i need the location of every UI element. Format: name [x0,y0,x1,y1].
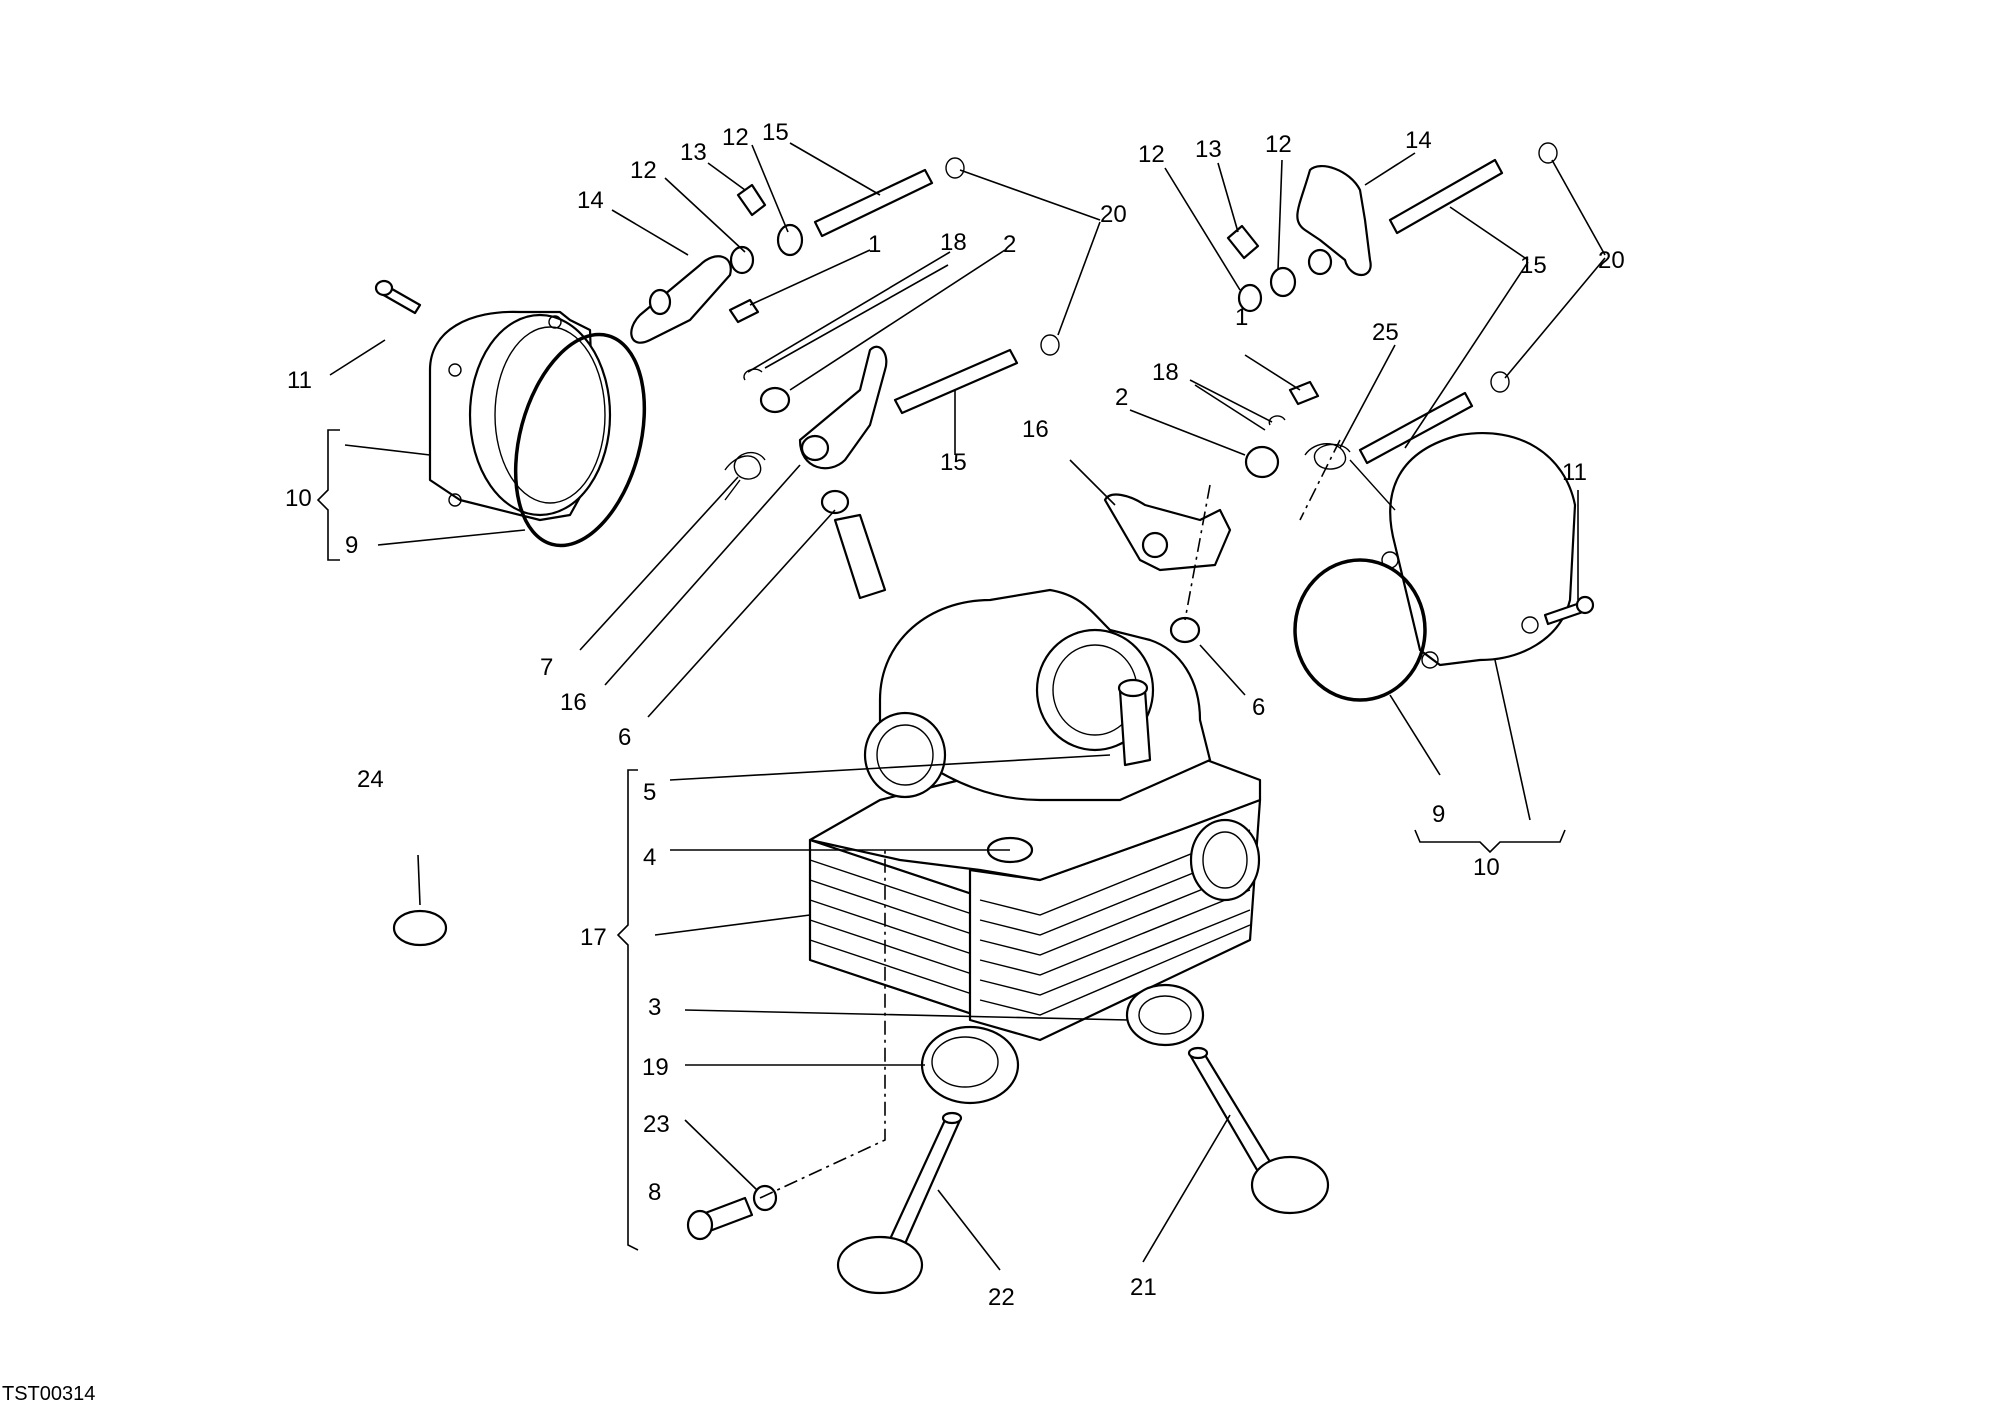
valve-seat-19 [920,1025,1020,1105]
callout-17: 17 [580,924,607,951]
drawing-code: TST00314 [2,1383,95,1405]
rocker-arm-16-right [1103,493,1232,572]
screw-right-11 [1543,595,1595,626]
washer-23 [752,1184,778,1212]
callout-10-left: 10 [285,485,312,512]
collar-2-right [1244,445,1280,479]
callout-15-right: 15 [1520,252,1547,279]
callout-5: 5 [643,779,656,806]
callout-11-left: 11 [287,367,312,394]
rocker-arm-14-left [630,255,732,344]
callout-23: 23 [643,1111,670,1138]
callout-24: 24 [357,766,384,793]
bracket-17 [616,769,639,1251]
rocker-arm-14-right [1296,165,1372,276]
callout-15-left-a: 15 [762,119,789,146]
callout-16-right: 16 [1022,416,1049,443]
clip-18-right [1268,415,1286,426]
callout-13-right: 13 [1195,136,1222,163]
callout-25: 25 [1372,319,1399,346]
callout-2-right: 2 [1115,384,1128,411]
clip-18-left [743,368,763,381]
callout-labels: 11 10 9 14 12 13 12 15 1 18 2 20 15 7 16… [285,119,1625,1311]
bracket-10-right [1414,829,1566,854]
washer-12-right-b [1269,266,1297,298]
cover-right-10 [1381,432,1577,669]
callout-12-left-b: 12 [722,124,749,151]
valve-22 [836,1111,963,1295]
callout-8: 8 [648,1179,661,1206]
oring-20-left-top [945,157,965,179]
callout-6-right: 6 [1252,694,1265,721]
bolt-8 [686,1196,754,1241]
callout-12-right-a: 12 [1138,141,1165,168]
callout-18-right: 18 [1152,359,1179,386]
alignment-lines [759,439,1341,1199]
spring-25-right [1304,443,1396,511]
cover-left-10 [428,310,612,522]
cap-13-left [736,183,767,217]
callout-12-right-b: 12 [1265,131,1292,158]
callout-9-left: 9 [345,532,358,559]
leader-lines [329,142,1606,1271]
callout-11-right: 11 [1562,459,1587,486]
callout-3: 3 [648,994,661,1021]
valve-seat-3 [1125,983,1205,1047]
callout-21: 21 [1130,1274,1157,1301]
oring-20-left-mid [1040,334,1060,356]
callout-15-left-b: 15 [940,449,967,476]
callout-2-left: 2 [1003,231,1016,258]
roller-1-right [1288,380,1320,406]
plug-24 [392,909,448,947]
spring-7-left [724,451,766,501]
callout-19: 19 [642,1054,669,1081]
callout-22: 22 [988,1284,1015,1311]
callout-6-left: 6 [618,724,631,751]
callout-16-left: 16 [560,689,587,716]
callout-18-left: 18 [940,229,967,256]
oring-20-right-top [1538,142,1558,164]
valve-seal-6-left [820,489,850,515]
rocker-arm-16-left [798,345,888,470]
oring-20-right-mid [1490,371,1510,393]
valve-guide-5-left [833,513,887,600]
shaft-15-left-top [813,168,934,238]
cap-13-right [1226,224,1260,260]
shaft-15-left-mid [893,348,1019,415]
screw-left-11 [374,279,422,315]
collar-2-left [759,386,791,414]
callout-14-left: 14 [577,187,604,214]
callout-9-right: 9 [1432,801,1445,828]
callout-1-left: 1 [868,231,881,258]
washer-12-right-a [1237,283,1263,313]
callout-13-left: 13 [680,139,707,166]
callout-10-right: 10 [1473,854,1500,881]
washer-12-left-b [776,223,804,257]
valve-seal-6-right [1169,616,1201,644]
cylinder-head [808,588,1262,1042]
valve-21 [1187,1046,1330,1215]
washer-12-left-a [729,245,755,275]
callout-1-right: 1 [1235,304,1248,331]
shaft-15-right-top [1388,158,1504,235]
callout-20-left: 20 [1100,201,1127,228]
oring-left-9 [513,332,647,548]
shaft-15-right-mid [1358,391,1474,465]
callout-12-left-a: 12 [630,157,657,184]
roller-1-left [728,298,760,324]
callout-7: 7 [540,654,553,681]
callout-20-right: 20 [1598,247,1625,274]
callout-4: 4 [643,844,656,871]
callout-14-right: 14 [1405,127,1432,154]
oring-right-9 [1293,558,1427,702]
bracket-10-left [316,429,340,561]
